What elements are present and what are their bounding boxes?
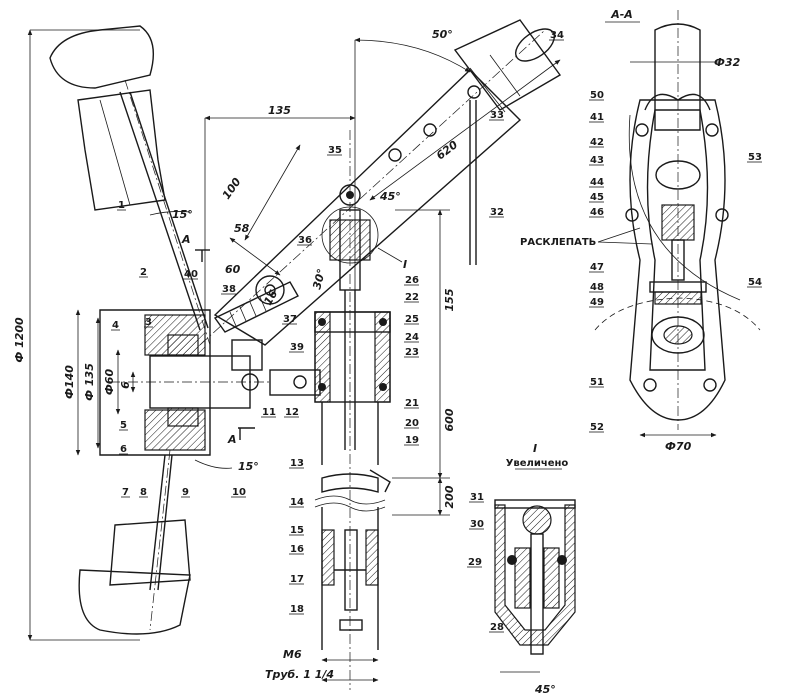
part-label-51: 51 bbox=[590, 377, 604, 388]
part-label-9: 9 bbox=[182, 487, 189, 498]
part-label-47: 47 bbox=[590, 262, 604, 273]
dim-32: Ф32 bbox=[714, 56, 741, 69]
dim-135-horizontal: 135 bbox=[268, 104, 291, 117]
angle-30: 30° bbox=[310, 267, 328, 290]
part-label-36: 36 bbox=[298, 235, 312, 246]
part-label-11: 11 bbox=[262, 407, 276, 418]
dim-truba: Труб. 1 1/4 bbox=[265, 668, 334, 681]
angle-45: 45° bbox=[379, 190, 401, 203]
part-label-2: 2 bbox=[140, 267, 147, 278]
dim-60: Ф60 bbox=[103, 369, 116, 396]
part-label-3: 3 bbox=[145, 317, 152, 328]
part-label-28: 28 bbox=[490, 622, 504, 633]
part-label-20: 20 bbox=[405, 418, 419, 429]
part-label-7: 7 bbox=[122, 487, 129, 498]
part-label-49: 49 bbox=[590, 297, 604, 308]
angle-15-top: 15° bbox=[172, 208, 193, 221]
dim-1200: Ф 1200 bbox=[13, 317, 26, 363]
part-label-53: 53 bbox=[748, 152, 762, 163]
part-label-29: 29 bbox=[468, 557, 482, 568]
part-label-46: 46 bbox=[590, 207, 604, 218]
upper-blade bbox=[49, 25, 166, 211]
part-label-21: 21 bbox=[405, 398, 419, 409]
angle-15-bottom: 15° bbox=[238, 460, 259, 473]
part-label-16: 16 bbox=[290, 544, 304, 555]
dim-140: Ф140 bbox=[63, 365, 76, 399]
dim-6: 6 bbox=[119, 381, 132, 389]
part-label-37: 37 bbox=[283, 314, 297, 325]
angle-50: 50° bbox=[432, 28, 453, 41]
part-label-18: 18 bbox=[290, 604, 304, 615]
part-label-44: 44 bbox=[590, 177, 604, 188]
note-rasklepat: РАСКЛЕПАТЬ bbox=[520, 237, 596, 248]
part-label-32: 32 bbox=[490, 207, 504, 218]
hub bbox=[99, 309, 321, 456]
part-label-24: 24 bbox=[405, 332, 419, 343]
detail-i: I Увеличено 45° bbox=[494, 442, 576, 696]
part-label-26: 26 bbox=[405, 275, 419, 286]
dim-200: 200 bbox=[443, 485, 456, 508]
part-label-42: 42 bbox=[590, 137, 604, 148]
part-label-54: 54 bbox=[748, 277, 762, 288]
part-label-39: 39 bbox=[290, 342, 304, 353]
part-label-17: 17 bbox=[290, 574, 304, 585]
section-label: А-А bbox=[610, 8, 633, 21]
dim-16: 16 bbox=[261, 287, 280, 307]
dim-60b: 60 bbox=[225, 263, 241, 276]
part-label-41: 41 bbox=[590, 112, 604, 123]
part-label-1: 1 bbox=[118, 200, 125, 211]
detail-subtitle: Увеличено bbox=[506, 458, 569, 469]
part-label-38: 38 bbox=[222, 284, 236, 295]
part-label-13: 13 bbox=[290, 458, 304, 469]
part-label-40: 40 bbox=[184, 269, 198, 280]
part-label-45: 45 bbox=[590, 192, 604, 203]
part-label-23: 23 bbox=[405, 347, 419, 358]
section-a-a: А-А Ф32 Ф70 РАСКЛЕПАТЬ bbox=[520, 8, 761, 453]
part-label-34: 34 bbox=[550, 30, 564, 41]
rotor-assembly: Ф 1200 bbox=[13, 25, 321, 641]
dim-58: 58 bbox=[234, 222, 250, 235]
section-a-top: А bbox=[181, 233, 191, 246]
dim-100: 100 bbox=[220, 175, 244, 202]
part-label-14: 14 bbox=[290, 497, 304, 508]
tail-arm: 135 50° 620 100 58 60 45° 30° 16 bbox=[199, 19, 562, 346]
part-label-5: 5 bbox=[120, 420, 127, 431]
dim-135: Ф 135 bbox=[83, 363, 96, 401]
part-label-10: 10 bbox=[232, 487, 246, 498]
dim-70: Ф70 bbox=[665, 440, 692, 453]
part-label-12: 12 bbox=[285, 407, 299, 418]
part-label-52: 52 bbox=[590, 422, 604, 433]
part-label-15: 15 bbox=[290, 525, 304, 536]
dim-155: 155 bbox=[443, 288, 456, 311]
part-label-22: 22 bbox=[405, 292, 419, 303]
dim-600: 600 bbox=[443, 408, 456, 431]
part-label-43: 43 bbox=[590, 155, 604, 166]
part-label-19: 19 bbox=[405, 435, 419, 446]
part-label-48: 48 bbox=[590, 282, 604, 293]
detail-title: I bbox=[533, 442, 537, 455]
part-label-30: 30 bbox=[470, 519, 484, 530]
part-label-31: 31 bbox=[470, 492, 484, 503]
part-label-50: 50 bbox=[590, 90, 604, 101]
part-label-33: 33 bbox=[490, 110, 504, 121]
detail-callout: I bbox=[403, 258, 407, 271]
detail-angle-45: 45° bbox=[534, 683, 556, 696]
part-label-4: 4 bbox=[112, 320, 119, 331]
part-label-8: 8 bbox=[140, 487, 147, 498]
part-label-35: 35 bbox=[328, 145, 342, 156]
dim-m6: М6 bbox=[283, 648, 302, 661]
vertical-mast: М6 Труб. 1 1/4 155 600 200 I bbox=[265, 130, 456, 690]
part-label-25: 25 bbox=[405, 314, 419, 325]
part-label-6: 6 bbox=[120, 444, 127, 455]
section-a-bottom: А bbox=[227, 433, 237, 446]
dim-620: 620 bbox=[434, 138, 460, 162]
